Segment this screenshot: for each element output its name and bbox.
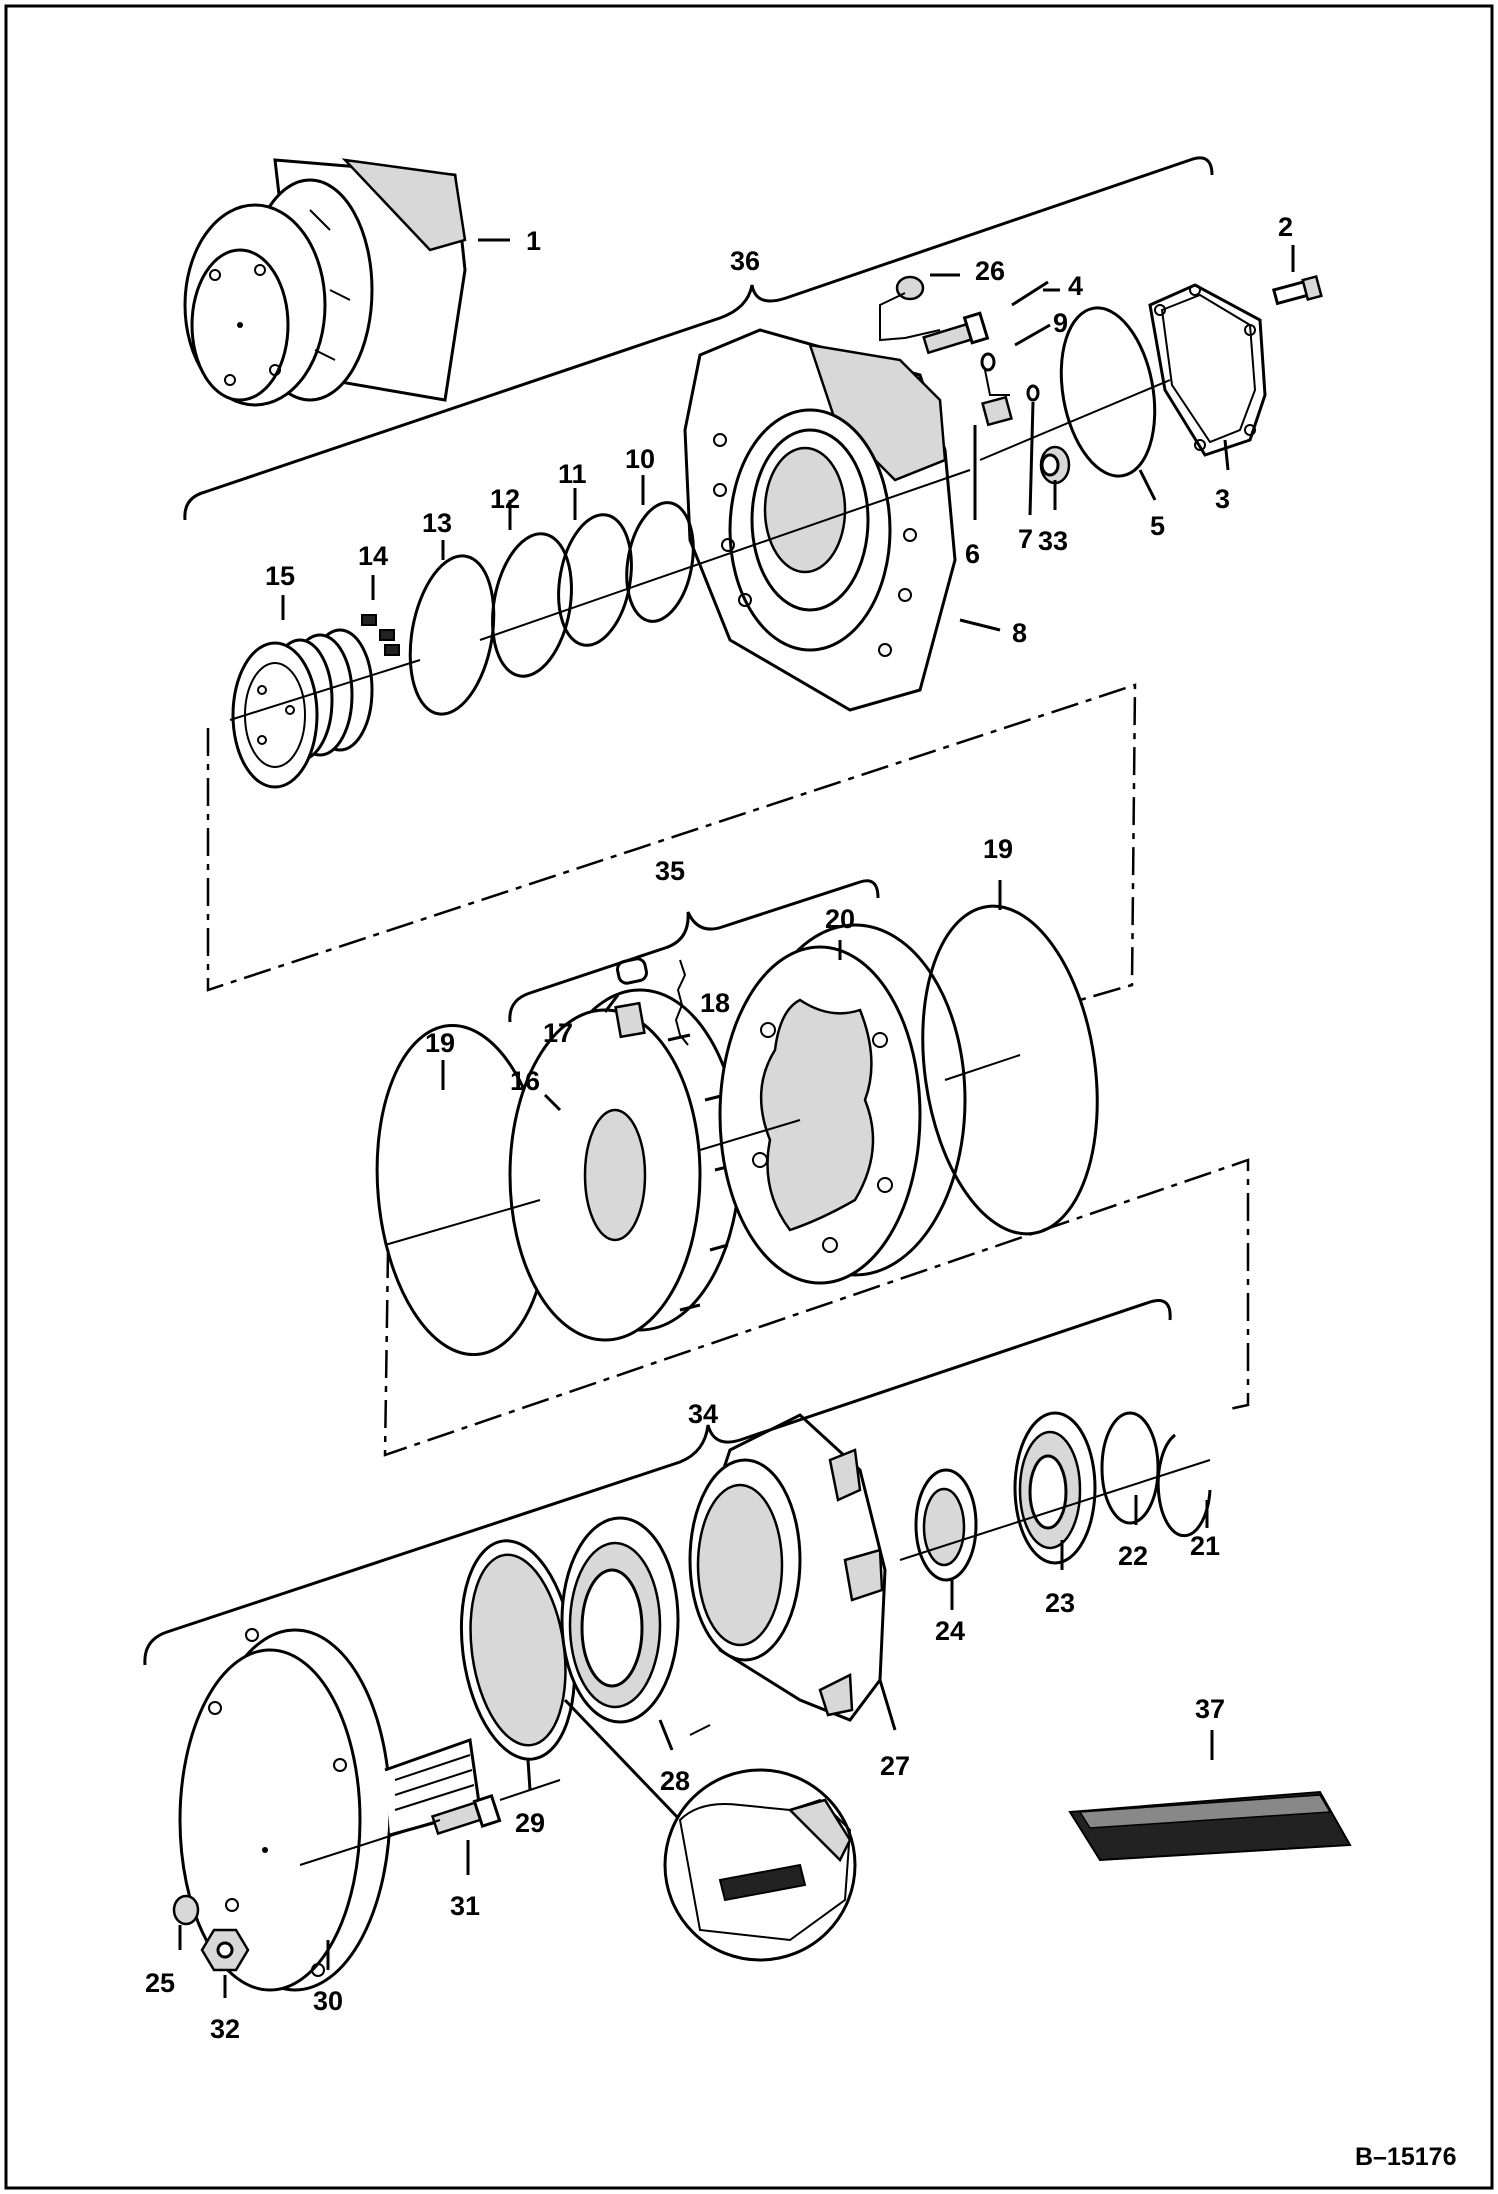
part-30-shaft-flange [178, 1628, 482, 1992]
callout-21: 21 [1190, 1531, 1220, 1561]
brace-18 [674, 959, 689, 1046]
seal-detail-view [563, 1698, 857, 1962]
callout-23: 23 [1045, 1588, 1075, 1618]
part-7-o-ring [1026, 384, 1040, 402]
part-9-o-ring [980, 352, 996, 372]
callout-18: 18 [700, 988, 730, 1018]
part-24-seal [914, 1468, 978, 1582]
callout-25: 25 [145, 1968, 175, 1998]
callout-28: 28 [660, 1766, 690, 1796]
part-33-plug [1039, 445, 1071, 485]
part-21-retaining-ring [1156, 1433, 1212, 1538]
part-14-pins [361, 614, 400, 656]
guide-line-upper [206, 683, 1137, 1002]
callout-37: 37 [1195, 1694, 1225, 1724]
callout-30: 30 [313, 1986, 343, 2016]
callout-29: 29 [515, 1808, 545, 1838]
part-28-bearing [560, 1516, 680, 1724]
callout-10: 10 [625, 444, 655, 474]
callout-26: 26 [975, 256, 1005, 286]
callout-35: 35 [655, 856, 685, 886]
brace-34 [143, 1299, 1172, 1666]
part-5-o-ring [1059, 306, 1157, 478]
callout-34: 34 [688, 1399, 718, 1429]
part-2-bolt [1271, 274, 1323, 306]
brace-36 [183, 156, 1214, 521]
callout-16: 16 [510, 1066, 540, 1096]
callout-27: 27 [880, 1751, 910, 1781]
callout-24: 24 [935, 1616, 965, 1646]
callout-19-left: 19 [425, 1028, 455, 1058]
part-6-check-valve [981, 395, 1013, 427]
drawing-code: B–15176 [1355, 2143, 1456, 2171]
part-15-valve [231, 628, 374, 789]
part-29-seal [459, 1539, 577, 1761]
callout-12: 12 [490, 484, 520, 514]
part-23-bearing [1013, 1411, 1097, 1565]
callout-4: 4 [1068, 271, 1083, 301]
guide-line-lower [383, 1158, 1250, 1457]
callout-22: 22 [1118, 1541, 1148, 1571]
part-32-nut [200, 1928, 250, 1972]
part-27-hub [688, 1413, 887, 1722]
callout-7: 7 [1018, 524, 1033, 554]
part-11-seal [557, 513, 633, 647]
part-4-screw [922, 311, 990, 355]
part-25-lug-nut [172, 1894, 200, 1926]
callout-20: 20 [825, 904, 855, 934]
callout-36: 36 [730, 246, 760, 276]
callout-32: 32 [210, 2014, 240, 2044]
callout-8: 8 [1012, 618, 1027, 648]
callout-1: 1 [526, 226, 541, 256]
callout-11: 11 [558, 459, 587, 489]
callout-6: 6 [965, 539, 980, 569]
part-37-sealant-packet [1068, 1790, 1352, 1862]
callout-2: 2 [1278, 212, 1293, 242]
part-18-vane [614, 1001, 646, 1039]
callout-9: 9 [1053, 308, 1068, 338]
part-20-stator [718, 923, 967, 1285]
callout-15: 15 [265, 561, 295, 591]
brace-35 [508, 879, 880, 1023]
part-3-rear-cover [1148, 283, 1267, 457]
part-31-stud [430, 1793, 502, 1836]
callout-labels: 1 2 3 4 5 6 7 8 9 10 11 12 13 14 15 16 1… [145, 212, 1456, 2171]
callout-17: 17 [543, 1018, 573, 1048]
axis-line-upper [229, 379, 1171, 721]
callout-33: 33 [1038, 526, 1068, 556]
callout-13: 13 [422, 508, 452, 538]
callout-5: 5 [1150, 511, 1165, 541]
part-8-housing [683, 328, 957, 712]
part-22-shim [1100, 1411, 1160, 1525]
callout-3: 3 [1215, 484, 1230, 514]
callout-31: 31 [450, 1891, 480, 1921]
frame-border [4, 4, 1494, 2190]
part-16-rotor-set [508, 988, 742, 1342]
part-12-seal [491, 532, 573, 678]
callout-14: 14 [358, 541, 388, 571]
callout-19-right: 19 [983, 834, 1013, 864]
part-1-motor-assembly [183, 158, 467, 407]
axis-line-middle [384, 1054, 1021, 1246]
part-13-seal [408, 554, 496, 716]
leader-lines [178, 238, 1295, 1998]
